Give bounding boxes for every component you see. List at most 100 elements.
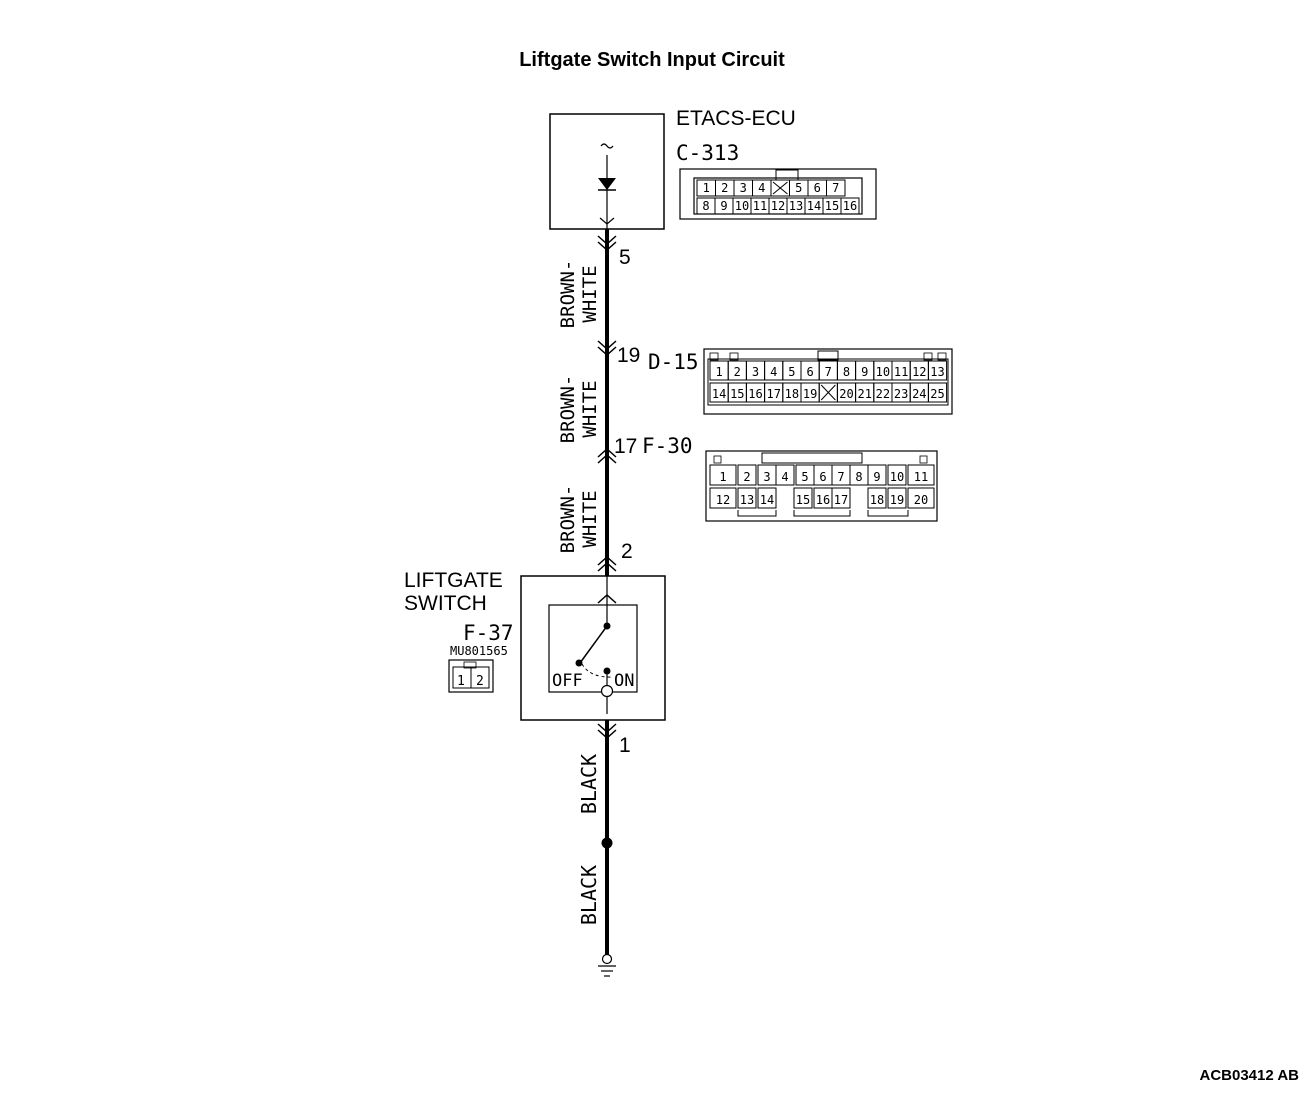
d15-pin-label: 19 [803, 387, 817, 401]
switch-terminal [600, 684, 614, 698]
svg-text:WHITE: WHITE [579, 265, 601, 322]
d15-pin-label: 18 [785, 387, 799, 401]
switch-label-1: LIFTGATE [404, 569, 503, 592]
d15-pin-label: 13 [930, 365, 944, 379]
f37-connector: 1 2 [448, 659, 494, 693]
diode-icon [598, 178, 616, 190]
switch-part-number: MU801565 [450, 644, 508, 658]
c313-pin-label: 11 [753, 199, 767, 213]
ecu-name: ETACS-ECU [676, 107, 796, 130]
d15-pin-label: 3 [752, 365, 759, 379]
d15-pin-label: 15 [730, 387, 744, 401]
f30-latch [737, 510, 777, 517]
f30-pin-label: 1 [719, 470, 726, 484]
f30-pin-label: 8 [855, 470, 862, 484]
c313-pin-label: 6 [814, 181, 821, 195]
svg-text:1: 1 [457, 674, 465, 689]
ground-icon [598, 953, 616, 977]
c313-pin-label: 2 [721, 181, 728, 195]
figure-id: ACB03412 AB [1200, 1067, 1300, 1084]
d15-pin-label: 4 [770, 365, 777, 379]
c313-cell [840, 197, 860, 215]
d15-pin-label: 14 [712, 387, 726, 401]
svg-text:BROWN-: BROWN- [557, 485, 579, 554]
wire-label-seg4: BLACK [577, 754, 601, 814]
f30-cell [793, 487, 813, 509]
d15-pin-label: 7 [825, 365, 832, 379]
ecu-inner-chevron [599, 217, 615, 225]
c313-pin-label: 8 [702, 199, 709, 213]
c313-pin-label: 5 [795, 181, 802, 195]
switch-on-label: ON [614, 671, 634, 691]
f30-pin-label: 6 [819, 470, 826, 484]
d15-pin-label: 25 [930, 387, 944, 401]
switch-inner-box [548, 604, 638, 693]
switch-off-contact [575, 659, 583, 667]
f30-pin-label: 12 [716, 493, 730, 507]
d15-pin-label: 8 [843, 365, 850, 379]
d15-pin-label: 17 [766, 387, 780, 401]
d15-pin-label: 16 [748, 387, 762, 401]
d15-pin-label: 5 [788, 365, 795, 379]
pin-ecu: 5 [619, 246, 631, 269]
switch-off-label: OFF [552, 671, 583, 691]
svg-text:BROWN-: BROWN- [557, 375, 579, 444]
d15-pin-label: 2 [734, 365, 741, 379]
ecu-connector-label: C-313 [676, 141, 739, 165]
d15-pin-label: 11 [894, 365, 908, 379]
c313-pin-label: 12 [771, 199, 785, 213]
switch-label-2: SWITCH [404, 592, 487, 615]
d15-pin-label: 21 [857, 387, 871, 401]
f30-cell [737, 464, 757, 486]
f30-pin-label: 7 [837, 470, 844, 484]
svg-text:BLACK: BLACK [577, 865, 601, 925]
c313-pin-label: 9 [720, 199, 727, 213]
switch-outer-box [520, 575, 666, 721]
d15-pin-label: 1 [715, 365, 722, 379]
c313-pin-label: 10 [735, 199, 749, 213]
c313-cell [826, 179, 846, 197]
f30-cell [775, 464, 795, 486]
svg-text:BROWN-: BROWN- [557, 260, 579, 329]
f30-pin-label: 14 [760, 493, 774, 507]
switch-connector-label: F-37 [463, 621, 514, 645]
f30-pin-label: 4 [781, 470, 788, 484]
d15-pin-label: 10 [876, 365, 890, 379]
f30-cell [737, 487, 757, 509]
f30-pin-label: 3 [763, 470, 770, 484]
pin-switch-out: 1 [619, 734, 631, 757]
svg-text:2: 2 [476, 674, 484, 689]
c313-pin-label: 4 [758, 181, 765, 195]
c313-pin-label: 1 [703, 181, 710, 195]
f30-pin-label: 11 [914, 470, 928, 484]
wire-label-seg1: BROWN- WHITE [557, 260, 601, 329]
svg-text:WHITE: WHITE [579, 380, 601, 437]
d15-cell [927, 360, 948, 381]
wire-label-seg5: BLACK [577, 865, 601, 925]
f30-pin-label: 2 [743, 470, 750, 484]
f30-cell [907, 487, 935, 509]
f30-cell [709, 487, 737, 509]
c313-pin-label: 14 [807, 199, 821, 213]
f30-pin-label: 20 [914, 493, 928, 507]
switch-arm [579, 625, 608, 664]
d15-pin-label: 12 [912, 365, 926, 379]
d15-pin-label: 20 [839, 387, 853, 401]
f30-cell [831, 487, 851, 509]
f30-cell [907, 464, 935, 486]
f30-cell [867, 464, 887, 486]
pin-switch-in: 2 [621, 540, 633, 563]
wire-label-seg2: BROWN- WHITE [557, 375, 601, 444]
tilde-symbol [600, 143, 614, 149]
c313-pin-label: 3 [740, 181, 747, 195]
d15-label: D-15 [648, 350, 699, 374]
c313-pin-label: 15 [825, 199, 839, 213]
f30-pin-label: 9 [873, 470, 880, 484]
f30-pin-label: 15 [796, 493, 810, 507]
f30-cell [887, 487, 907, 509]
f30-latch [867, 510, 909, 517]
d15-pin-label: 24 [912, 387, 926, 401]
